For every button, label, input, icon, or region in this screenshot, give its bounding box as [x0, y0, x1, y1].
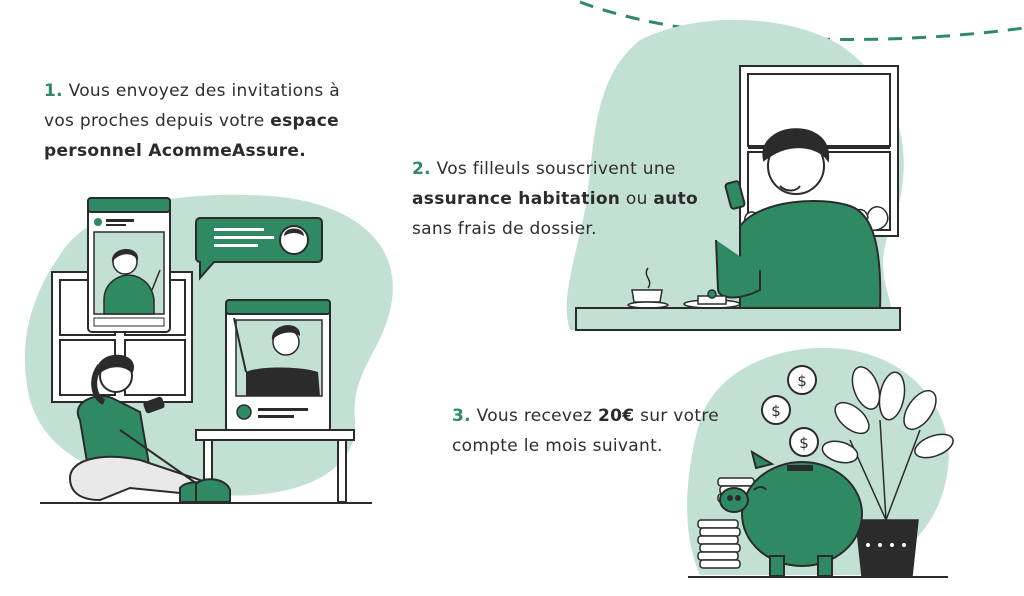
- step-2-number: 2.: [412, 159, 431, 179]
- step-3-text: 3. Vous recevez 20€ sur votre compte le …: [452, 401, 772, 461]
- step-3-line-2: compte le mois suivant.: [452, 431, 772, 461]
- step-1-bold-personnel: personnel AcommeAssure.: [44, 141, 306, 161]
- step-1-line-3: personnel AcommeAssure.: [44, 136, 384, 166]
- step-2-bold-habitation: assurance habitation: [412, 189, 621, 209]
- step-1-text: 1. Vous envoyez des invitations à vos pr…: [44, 76, 384, 166]
- man-with-phone: [715, 128, 882, 311]
- coin-icon: [789, 427, 819, 457]
- step-3-line-2-text: compte le mois suivant.: [452, 436, 663, 456]
- scene-payment: $ $ $: [687, 347, 954, 578]
- step-2-line-1-text: Vos filleuls souscrivent une: [436, 159, 676, 179]
- counter: [575, 307, 901, 331]
- sitting-woman: [68, 354, 231, 503]
- scene-subscription: [566, 19, 904, 331]
- falling-coins: $ $ $: [761, 365, 819, 457]
- step-1-line-1: 1. Vous envoyez des invitations à: [44, 76, 384, 106]
- cake-plate: [683, 289, 741, 309]
- step-2-text: 2. Vos filleuls souscrivent une assuranc…: [412, 154, 732, 244]
- coin-icon: [761, 395, 791, 425]
- piggy-bank: [719, 449, 863, 577]
- step-2-line-1: 2. Vos filleuls souscrivent une: [412, 154, 732, 184]
- step-2-bold-auto: auto: [653, 189, 698, 209]
- step-1-line-2: vos proches depuis votre espace: [44, 106, 384, 136]
- potted-plant: [821, 366, 954, 577]
- step-1-bold-espace: espace: [270, 111, 339, 131]
- step-3-line-1-end: sur votre: [634, 406, 720, 426]
- step-2-ou: ou: [620, 189, 654, 209]
- step-2-line-3-text: sans frais de dossier.: [412, 219, 597, 239]
- step-3-number: 3.: [452, 406, 471, 426]
- scene-invitations: [24, 194, 393, 504]
- coin-icon: [787, 365, 817, 395]
- chat-bubble: [195, 217, 323, 281]
- profile-card-man: [225, 299, 331, 433]
- step-1-line-2-text: vos proches depuis votre: [44, 111, 271, 131]
- coin-symbol: $: [771, 402, 781, 420]
- coin-symbol: $: [797, 372, 807, 390]
- step-1-line-1-text: Vous envoyez des invitations à: [68, 81, 341, 101]
- coin-symbol: $: [799, 434, 809, 452]
- step-1-number: 1.: [44, 81, 63, 101]
- step-3-bold-amount: 20€: [597, 406, 635, 426]
- step-3-line-1-text: Vous recevez: [476, 406, 598, 426]
- profile-card-woman: [87, 197, 171, 333]
- step-3-line-1: 3. Vous recevez 20€ sur votre: [452, 401, 772, 431]
- step-2-line-2: assurance habitation ou auto: [412, 184, 732, 214]
- step-2-line-3: sans frais de dossier.: [412, 214, 732, 244]
